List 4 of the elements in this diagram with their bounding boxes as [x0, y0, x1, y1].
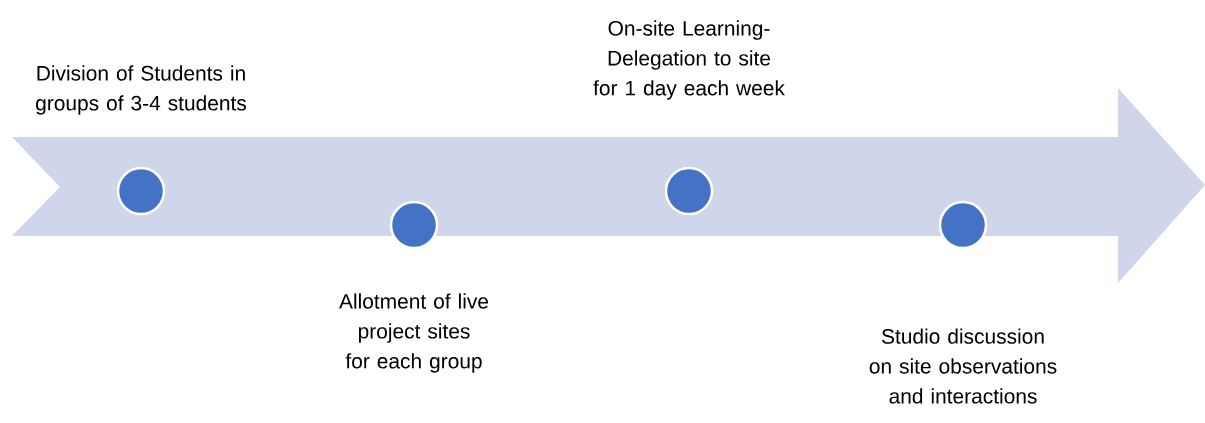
- step-label: Studio discussion on site observations and interactions: [869, 328, 1057, 404]
- step-label: Division of Students in groups of 3-4 students: [36, 65, 247, 115]
- step-label: On-site Learning- Delegation to site for 1 day each week: [593, 20, 785, 100]
- step-label: Allotment of live project sites for each group: [339, 293, 489, 373]
